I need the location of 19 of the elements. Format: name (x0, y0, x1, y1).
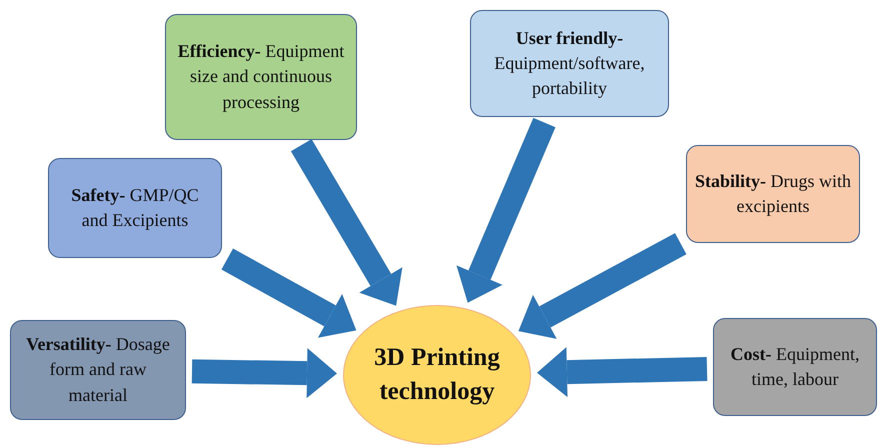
block-arrow (456, 118, 556, 303)
block-arrow (192, 348, 338, 398)
factor-box (686, 145, 860, 243)
factor-box (10, 320, 186, 420)
block-arrow (221, 248, 356, 338)
box-text: Efficiency- Equipment size and continuous processing (176, 40, 346, 114)
factor-box (713, 318, 877, 416)
box-text: Versatility- Dosage form and raw material (25, 333, 171, 407)
block-arrow (290, 139, 402, 306)
box-text: Cost- Equipment, time, labour (730, 342, 860, 391)
factor-box (470, 10, 669, 117)
box-text: Stability- Drugs with excipients (695, 170, 851, 218)
factor-box (48, 158, 222, 258)
box-text: 3D Printing technology (373, 343, 501, 407)
box-text: User friendly- Equipment/software, portability (493, 26, 646, 100)
block-arrow (536, 347, 708, 398)
box-text: Safety- GMP/QC and Excipients (70, 184, 200, 232)
block-arrow (518, 233, 686, 339)
factor-box (165, 14, 357, 140)
